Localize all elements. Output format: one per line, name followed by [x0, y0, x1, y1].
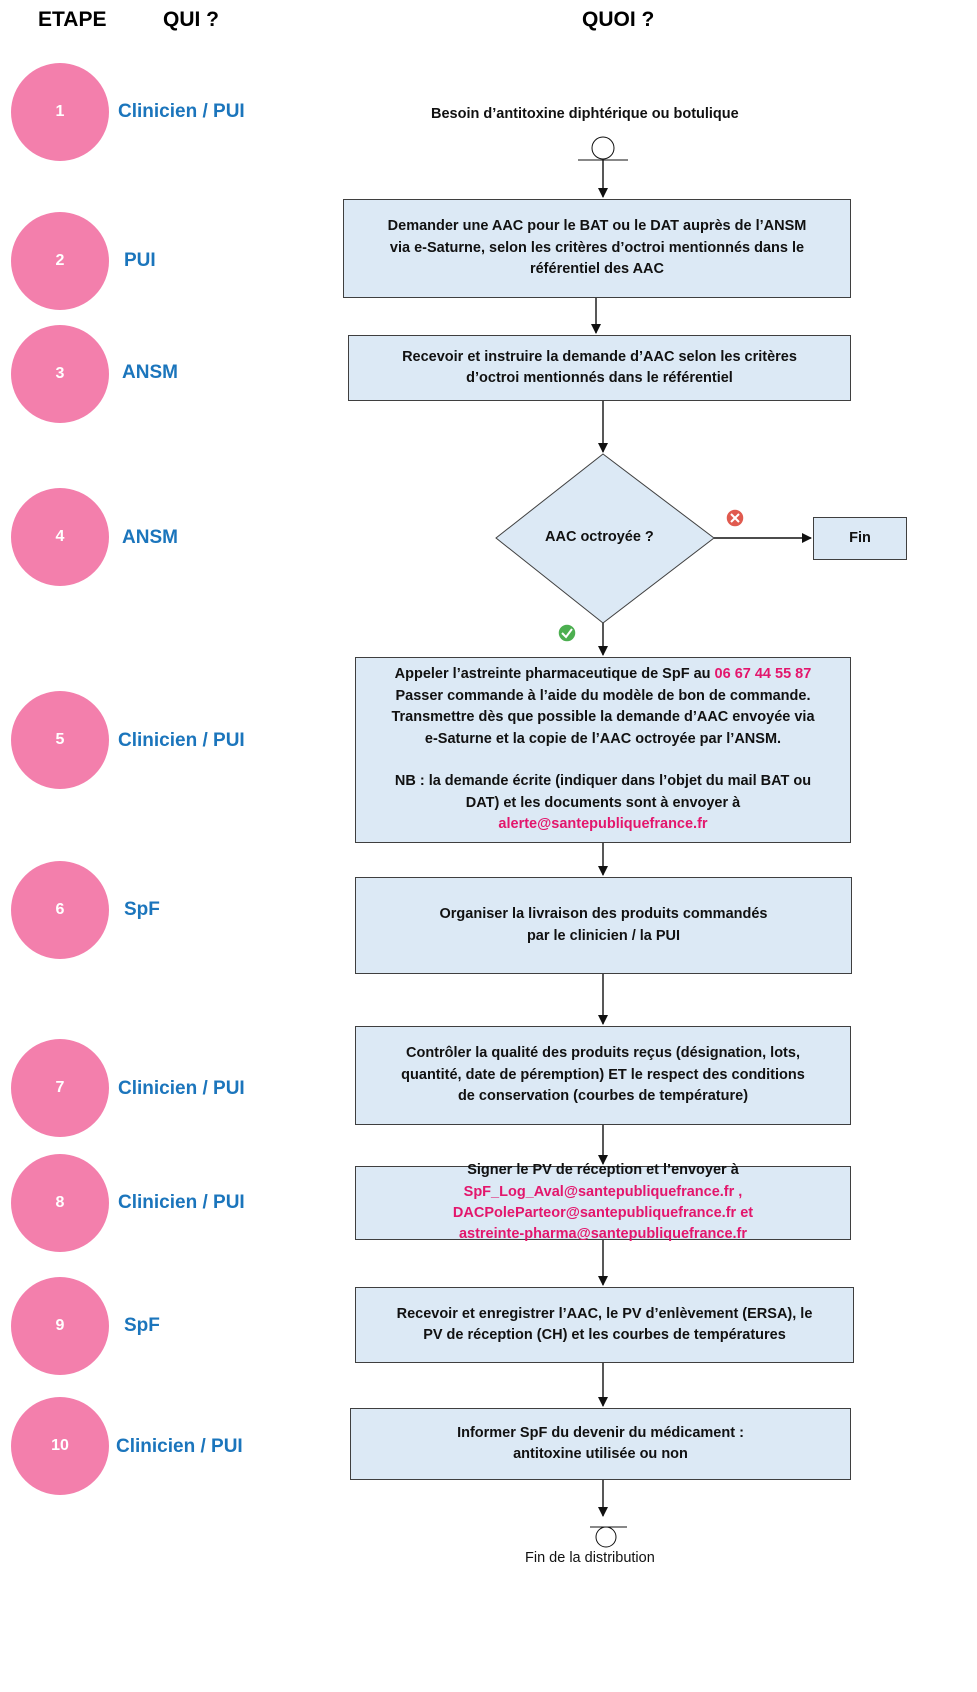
step-actor: Clinicien / PUI — [118, 1078, 245, 1099]
email-link[interactable]: DACPoleParteor@santepubliquefrance.fr et — [452, 1205, 754, 1221]
box-line: de conservation (courbes de température) — [457, 1088, 749, 1105]
step-actor: Clinicien / PUI — [116, 1436, 243, 1457]
end-node — [595, 1526, 617, 1548]
step-circle: 3 — [11, 325, 109, 423]
step-box-inform-spf: Informer SpF du devenir du médicament : … — [350, 1408, 851, 1480]
box-line: référentiel des AAC — [529, 261, 665, 278]
box-line: Organiser la livraison des produits comm… — [439, 906, 768, 923]
email-link[interactable]: astreinte-pharma@santepubliquefrance.fr — [458, 1226, 748, 1243]
step-circle: 1 — [11, 63, 109, 161]
box-line: Recevoir et enregistrer l’AAC, le PV d’e… — [396, 1305, 813, 1322]
step-actor: PUI — [124, 250, 156, 271]
end-label: Fin de la distribution — [525, 1550, 655, 1566]
step-circle: 4 — [11, 488, 109, 586]
box-line: d’octroi mentionnés dans le référentiel — [466, 370, 733, 386]
box-line: Informer SpF du devenir du médicament : — [457, 1424, 744, 1441]
box-line: Transmettre dès que possible la demande … — [391, 709, 815, 726]
step-actor: SpF — [124, 1315, 160, 1336]
cross-circle-icon — [725, 508, 745, 528]
step-actor: ANSM — [122, 527, 178, 548]
box-spacer — [391, 750, 814, 771]
step-circle: 9 — [11, 1277, 109, 1375]
call-text: Appeler l’astreinte pharmaceutique de Sp… — [394, 666, 711, 683]
step-circle: 5 — [11, 691, 109, 789]
header-qui: QUI ? — [163, 8, 219, 31]
box-line: NB : la demande écrite (indiquer dans l’… — [394, 773, 812, 790]
step-circle: 8 — [11, 1154, 109, 1252]
step-box-sign-pv: Signer le PV de réception et l’envoyer à… — [355, 1162, 851, 1242]
box-line: antitoxine utilisée ou non — [513, 1446, 688, 1462]
box-line: quantité, date de péremption) ET le resp… — [401, 1066, 805, 1083]
step-circle: 6 — [11, 861, 109, 959]
box-line: Signer le PV de réception et l’envoyer à — [467, 1162, 739, 1179]
box-line: Passer commande à l’aide du modèle de bo… — [395, 687, 811, 704]
step-circle: 2 — [11, 212, 109, 310]
step-actor: Clinicien / PUI — [118, 730, 245, 751]
box-line: via e-Saturne, selon les critères d’octr… — [389, 239, 805, 256]
header-quoi: QUOI ? — [582, 8, 655, 31]
box-line: par le clinicien / la PUI — [526, 927, 681, 944]
step-circle: 7 — [11, 1039, 109, 1137]
step-box-organise-delivery: Organiser la livraison des produits comm… — [355, 877, 852, 974]
box-line: e-Saturne et la copie de l’AAC octroyée … — [424, 730, 782, 747]
step-box-request-aac: Demander une AAC pour le BAT ou le DAT a… — [343, 199, 851, 298]
step-box-record-aac: Recevoir et enregistrer l’AAC, le PV d’e… — [355, 1287, 854, 1363]
step-circle: 10 — [11, 1397, 109, 1495]
box-line: Demander une AAC pour le BAT ou le DAT a… — [387, 218, 807, 235]
header-etape: ETAPE — [38, 8, 107, 31]
decision-label: AAC octroyée ? — [545, 529, 654, 545]
box-line: Contrôler la qualité des produits reçus … — [406, 1045, 800, 1062]
check-circle-icon — [557, 623, 577, 643]
box-line: PV de réception (CH) et les courbes de t… — [423, 1327, 786, 1343]
phone-number: 06 67 44 55 87 — [714, 666, 812, 683]
step-actor: SpF — [124, 899, 160, 920]
end-box-fin: Fin — [813, 517, 907, 560]
box-line: Recevoir et instruire la demande d’AAC s… — [402, 348, 797, 365]
start-label: Besoin d’antitoxine diphtérique ou botul… — [431, 106, 739, 122]
step-box-instruct-request: Recevoir et instruire la demande d’AAC s… — [348, 335, 851, 401]
email-link[interactable]: SpF_Log_Aval@santepubliquefrance.fr , — [463, 1183, 743, 1200]
step-box-call-astreinte: Appeler l’astreinte pharmaceutique de Sp… — [355, 657, 851, 843]
step-box-quality-control: Contrôler la qualité des produits reçus … — [355, 1026, 851, 1125]
alert-email-link[interactable]: alerte@santepubliquefrance.fr — [498, 816, 708, 833]
box-line: DAT) et les documents sont à envoyer à — [465, 794, 741, 811]
start-node — [591, 136, 615, 160]
step-actor: ANSM — [122, 362, 178, 383]
step-actor: Clinicien / PUI — [118, 101, 245, 122]
box-line: Appeler l’astreinte pharmaceutique de Sp… — [391, 664, 814, 685]
step-actor: Clinicien / PUI — [118, 1192, 245, 1213]
